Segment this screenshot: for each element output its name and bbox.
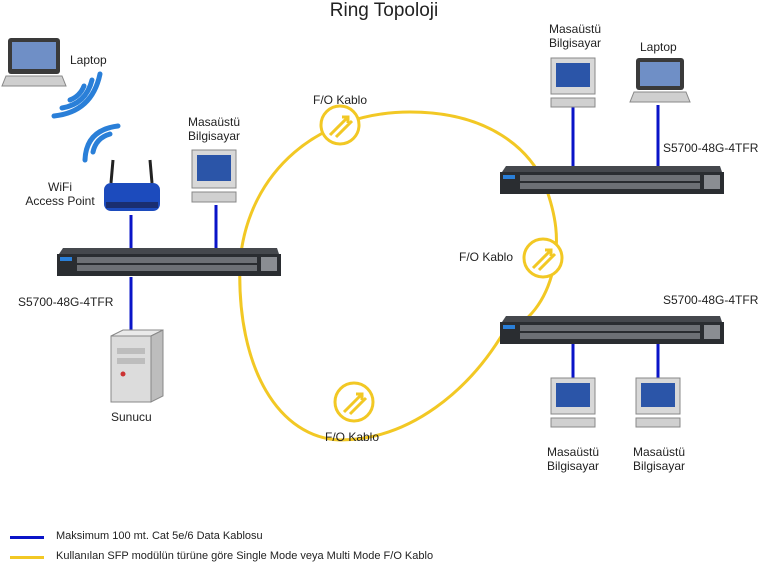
desktop-top-icon	[550, 57, 596, 108]
desktop-bottom-right-1-label-line2: Bilgisayar	[546, 459, 600, 473]
desktop-bottom-right-1-label-line1: Masaüstü	[546, 445, 600, 459]
fiber-connector-right-icon	[522, 237, 564, 279]
legend-data-cable-text: Maksimum 100 mt. Cat 5e/6 Data Kablosu	[56, 530, 263, 542]
desktop-left-label-line1: Masaüstü	[187, 115, 241, 129]
desktop-bottom-right-2-icon	[635, 377, 681, 428]
laptop-left-label: Laptop	[70, 53, 107, 67]
laptop-icon	[1, 38, 67, 87]
wifi-ap-label-line1: WiFi	[48, 180, 72, 194]
fiber-connector-bottom-icon	[333, 381, 375, 423]
wifi-signal-icon	[82, 123, 121, 163]
wifi-waves-icon	[51, 71, 103, 119]
fiber-connector-top-icon	[319, 104, 361, 146]
desktop-bottom-right-2-label-line1: Masaüstü	[632, 445, 686, 459]
switch-top-right-icon	[500, 166, 724, 194]
fiber-label-top: F/O Kablo	[313, 93, 368, 107]
fiber-label-bottom: F/O Kablo	[325, 430, 380, 444]
desktop-top-label: Masaüstü Bilgisayar	[542, 22, 608, 50]
desktop-top-label-line2: Bilgisayar	[548, 36, 602, 50]
fiber-label-right: F/O Kablo	[459, 250, 514, 264]
desktop-left-label-line2: Bilgisayar	[187, 129, 241, 143]
wifi-ap-label-line2: Access Point	[25, 194, 95, 208]
switch-bottom-right-icon	[500, 316, 724, 344]
server-icon	[110, 329, 164, 403]
laptop-top-label: Laptop	[640, 40, 677, 54]
legend-fiber-cable-text: Kullanılan SFP modülün türüne göre Singl…	[56, 550, 434, 562]
access-point-icon	[104, 159, 160, 211]
desktop-left-icon	[191, 149, 237, 203]
laptop-top-icon	[629, 58, 691, 103]
desktop-bottom-right-1-icon	[550, 377, 596, 428]
data-cables	[129, 105, 660, 378]
legend-data-cable-swatch	[10, 536, 44, 539]
wifi-ap-label: WiFi Access Point	[18, 180, 102, 208]
switch-left-icon	[57, 248, 281, 276]
switch-bottom-right-label: S5700-48G-4TFR	[663, 293, 759, 307]
switch-top-right-label: S5700-48G-4TFR	[663, 141, 759, 155]
desktop-bottom-right-1-label: Masaüstü Bilgisayar	[540, 445, 606, 473]
server-label: Sunucu	[111, 410, 152, 424]
fiber-ring	[238, 110, 558, 442]
desktop-top-label-line1: Masaüstü	[548, 22, 602, 36]
legend-fiber-cable-swatch	[10, 556, 44, 559]
desktop-bottom-right-2-label: Masaüstü Bilgisayar	[626, 445, 692, 473]
desktop-left-label: Masaüstü Bilgisayar	[184, 115, 244, 143]
legend: Maksimum 100 mt. Cat 5e/6 Data Kablosu K…	[0, 530, 768, 566]
desktop-bottom-right-2-label-line2: Bilgisayar	[632, 459, 686, 473]
diagram-title: Ring Topoloji	[329, 0, 439, 21]
switch-left-label: S5700-48G-4TFR	[18, 295, 114, 309]
